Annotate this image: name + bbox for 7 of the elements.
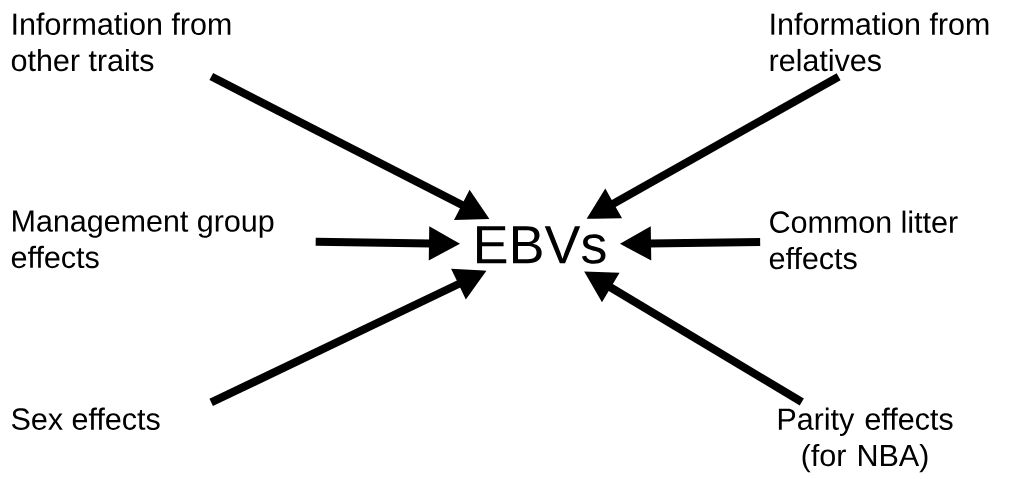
text-label: Sex effects — [11, 407, 160, 430]
text-label: Information from relatives — [770, 12, 989, 72]
text-label: Parity effects (for NBA) — [778, 407, 953, 473]
text-label: Management group effects — [11, 210, 274, 269]
text-label: Information from other traits — [11, 12, 231, 72]
center-label: EBVs — [477, 226, 606, 264]
text-label: Common litter effects — [769, 210, 958, 270]
